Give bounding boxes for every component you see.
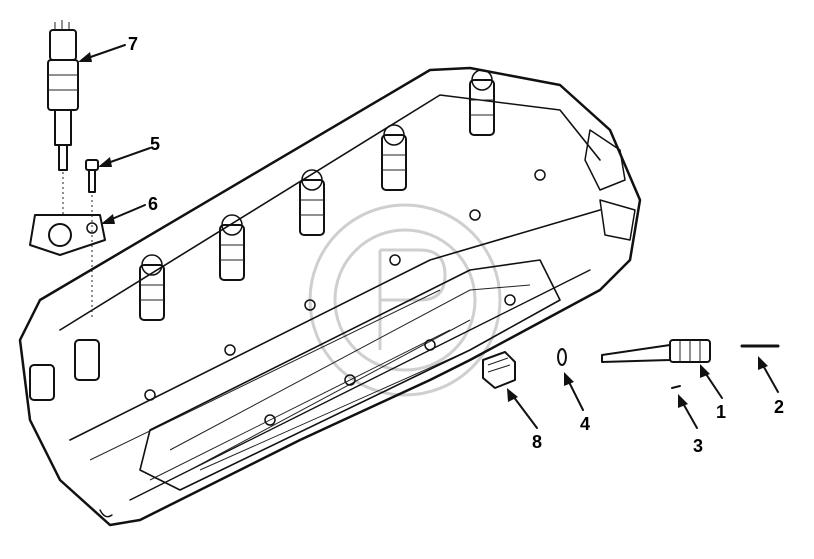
callout-6: 6 [148, 194, 158, 214]
watermark [308, 203, 502, 397]
nut-part [482, 351, 516, 389]
callout-2: 2 [774, 397, 784, 417]
callout-8: 8 [532, 432, 542, 452]
bolt-exploded [85, 159, 99, 320]
leader-arrow-2 [758, 356, 779, 393]
clip-part [671, 385, 681, 389]
installed-injector-1 [139, 254, 165, 321]
leader-arrow-8 [507, 388, 538, 429]
cylinder-head [18, 66, 642, 527]
installed-injectors [29, 69, 495, 401]
connector-tube-part [601, 339, 711, 363]
installed-injector-5 [469, 69, 495, 136]
clamp-exploded [29, 214, 106, 256]
leader-arrow-6 [101, 204, 146, 224]
callout-5: 5 [150, 134, 160, 154]
leader-arrow-4 [564, 372, 584, 411]
injector-exploded [47, 20, 79, 215]
o-ring-part [557, 348, 567, 366]
leader-arrow-3 [678, 394, 698, 429]
callout-7: 7 [128, 34, 138, 54]
installed-injector-4 [381, 124, 407, 191]
callout-labels: 7 5 6 1 2 3 4 8 [128, 34, 784, 456]
leader-arrow-7 [78, 44, 126, 62]
leader-arrow-1 [700, 364, 723, 399]
installed-injector-6 [29, 339, 100, 401]
callout-4: 4 [580, 414, 590, 434]
leader-arrow-5 [98, 147, 151, 167]
installed-injector-3 [299, 169, 325, 236]
leader-arrows [78, 44, 779, 429]
callout-1: 1 [716, 402, 726, 422]
callout-3: 3 [693, 436, 703, 456]
head-bolts [144, 169, 546, 426]
installed-injector-2 [219, 214, 245, 281]
